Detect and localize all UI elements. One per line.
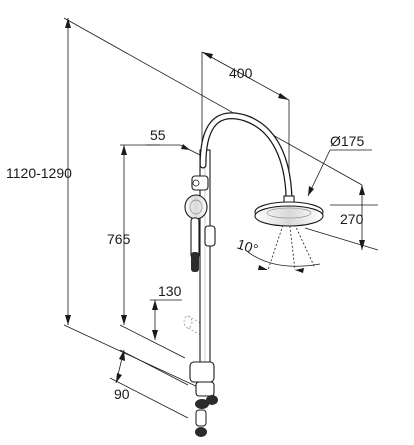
shower-arm [199, 112, 293, 202]
bar-offset-label: 55 [150, 127, 166, 143]
arm-length-label: 400 [229, 65, 253, 81]
rail-length-label: 765 [107, 231, 131, 247]
upper-wall-bracket [191, 175, 209, 191]
head-diameter-dimension: Ø175 [307, 133, 372, 197]
wall-depth-dimension: 90 [109, 349, 189, 419]
rail-length-dimension: 765 [107, 144, 186, 359]
head-height-label: 270 [340, 211, 364, 227]
arm-length-dimension: 400 [201, 51, 290, 196]
tilt-angle-dimension: 10° [235, 209, 321, 273]
tilt-angle-label: 10° [235, 236, 260, 258]
wall-depth-label: 90 [114, 386, 130, 402]
head-height-dimension: 270 [304, 185, 379, 251]
total-height-label: 1120-1290 [6, 165, 72, 181]
total-height-dimension: 1120-1290 [6, 17, 363, 389]
mixer-valve [189, 361, 218, 437]
overhead-shower-head [254, 195, 324, 227]
bar-offset-dimension: 55 [146, 127, 211, 161]
valve-offset-label: 130 [158, 283, 182, 299]
head-diameter-label: Ø175 [330, 133, 364, 149]
hand-shower [184, 194, 216, 272]
